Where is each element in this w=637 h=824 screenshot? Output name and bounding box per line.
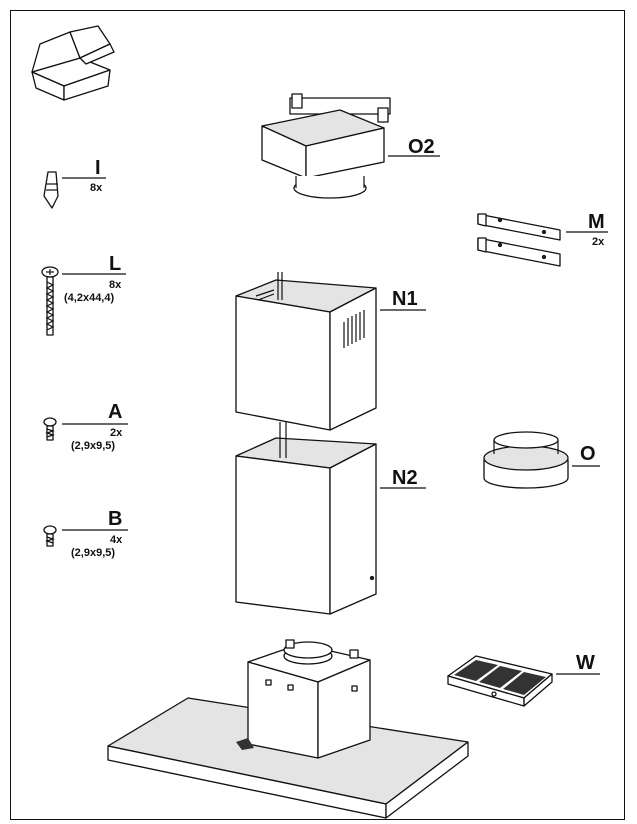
part-l-qty: 8x <box>109 279 122 291</box>
package-box-icon <box>31 25 115 101</box>
part-a-size: (2,9x9,5) <box>71 440 115 452</box>
part-o-code: O <box>580 443 596 465</box>
part-n2-code: N2 <box>392 467 418 489</box>
part-i-qty: 8x <box>90 182 103 194</box>
part-o2-code: O2 <box>408 136 435 158</box>
diagram-frame <box>10 10 625 820</box>
part-n1-code: N1 <box>392 288 418 310</box>
part-b-code: B <box>108 508 122 530</box>
part-l-screw <box>41 266 59 336</box>
part-m-qty: 2x <box>592 236 605 248</box>
n1-vent-slots <box>255 289 365 348</box>
hood-base-with-motor <box>107 639 469 819</box>
part-l-size: (4,2x44,4) <box>64 292 114 304</box>
part-n1-upper-chimney <box>235 272 377 431</box>
part-o-round-connector <box>483 431 569 489</box>
part-a-qty: 2x <box>110 427 123 439</box>
part-m-brackets <box>477 213 561 267</box>
part-b-qty: 4x <box>110 534 123 546</box>
part-i-wall-plug <box>43 171 59 209</box>
part-a-code: A <box>108 401 122 423</box>
part-i-code: I <box>95 157 101 179</box>
part-a-screw <box>43 417 57 441</box>
part-n2-lower-chimney <box>235 422 377 615</box>
part-l-code: L <box>109 253 121 275</box>
part-o2-adapter <box>261 93 391 199</box>
part-w-code: W <box>576 652 595 674</box>
part-w-carbon-filter <box>447 655 553 707</box>
part-b-size: (2,9x9,5) <box>71 547 115 559</box>
part-b-screw <box>43 525 57 547</box>
part-m-code: M <box>588 211 605 233</box>
